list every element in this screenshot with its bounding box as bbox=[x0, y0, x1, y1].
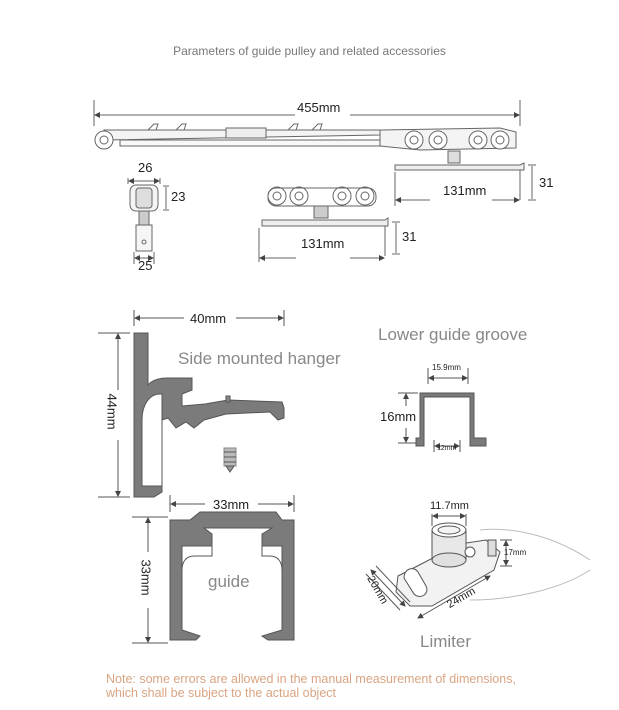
track-assembly bbox=[93, 100, 536, 206]
measurement-note: Note: some errors are allowed in the man… bbox=[106, 672, 566, 700]
limiter-hole-label: 11.7mm bbox=[430, 500, 469, 512]
page-title: Parameters of guide pulley and related a… bbox=[173, 44, 446, 58]
lower-guide-groove-label: Lower guide groove bbox=[378, 325, 528, 344]
note-line-2: which shall be subject to the actual obj… bbox=[106, 686, 336, 700]
side-mounted-hanger-label: Side mounted hanger bbox=[178, 349, 341, 368]
carriage-left-length-label: 131mm bbox=[301, 236, 345, 251]
limiter-height-label: 17mm bbox=[504, 548, 527, 557]
guide-label: guide bbox=[208, 572, 250, 591]
groove-bottom-label: 12mm bbox=[437, 445, 457, 452]
carriage-right-height-label: 31 bbox=[539, 175, 554, 190]
pulley-width-label: 26 bbox=[138, 160, 153, 175]
note-line-1: Note: some errors are allowed in the man… bbox=[106, 672, 516, 686]
hanger-height-label: 44mm bbox=[104, 393, 120, 430]
limiter bbox=[365, 513, 591, 619]
pulley-base-label: 25 bbox=[138, 258, 153, 273]
carriage-left-height-label: 31 bbox=[402, 229, 417, 244]
single-pulley bbox=[127, 178, 169, 264]
groove-top-label: 15.9mm bbox=[432, 363, 461, 372]
pulley-height-label: 23 bbox=[171, 189, 186, 204]
track-length-label: 455mm bbox=[297, 100, 341, 115]
limiter-label: Limiter bbox=[420, 632, 472, 651]
carriage-left bbox=[258, 186, 400, 262]
side-mounted-hanger bbox=[98, 310, 285, 498]
guide-width-label: 33mm bbox=[213, 497, 250, 512]
groove-height-label: 16mm bbox=[380, 409, 417, 424]
lower-guide-groove bbox=[398, 368, 487, 452]
guide-profile bbox=[132, 495, 295, 644]
hanger-width-label: 40mm bbox=[190, 311, 227, 326]
carriage-right-length-label: 131mm bbox=[443, 183, 487, 198]
guide-height-label: 33mm bbox=[138, 559, 154, 596]
